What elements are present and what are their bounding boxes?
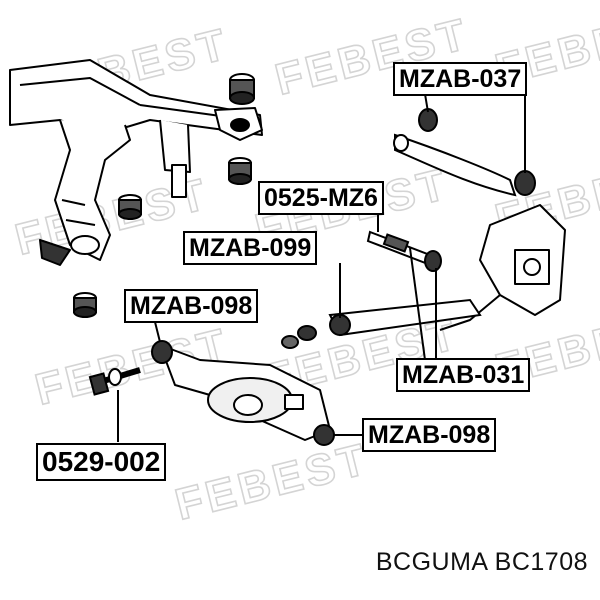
part-label-0529-002: 0529-002 (36, 443, 167, 481)
part-label-mzab-098-top: MZAB-098 (124, 289, 259, 323)
part-label-mzab-098-bottom: MZAB-098 (362, 418, 497, 452)
subframe-crossmember (9, 59, 263, 266)
lateral-link (328, 230, 482, 337)
bushing-parts (73, 73, 317, 349)
caption-text: BCGUMA BC1708 (375, 548, 588, 576)
leader-lines (117, 92, 526, 442)
adjusting-bolt (88, 367, 141, 396)
watermark-text: FEBEST (171, 434, 375, 529)
lower-control-arm (151, 340, 335, 446)
part-label-0525-mz6: 0525-MZ6 (258, 181, 384, 215)
part-label-mzab-099: MZAB-099 (183, 231, 318, 265)
part-label-mzab-031: MZAB-031 (396, 358, 531, 392)
knuckle-carrier (439, 204, 566, 331)
upper-control-arm (393, 108, 536, 197)
part-label-mzab-037: MZAB-037 (393, 62, 528, 96)
